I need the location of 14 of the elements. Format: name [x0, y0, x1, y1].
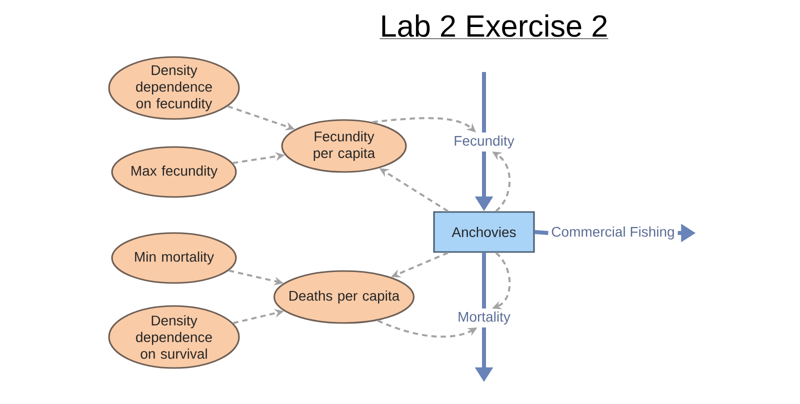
flow-label: Mortality	[458, 311, 510, 325]
ellipse-node: Max fecundity	[111, 146, 237, 198]
ellipse-node: Density dependence on survival	[108, 305, 240, 369]
ellipse-node: Deaths per capita	[273, 270, 415, 324]
ellipse-node: Fecundity per capita	[281, 119, 407, 173]
ellipse-node: Density dependence on fecundity	[108, 56, 240, 120]
flow-pipe	[534, 230, 548, 235]
flow-label: Fecundity	[454, 135, 514, 149]
flow-label: Commercial Fishing	[552, 226, 674, 240]
stock-box: Anchovies	[433, 211, 535, 253]
flow-pipe	[482, 252, 486, 309]
ellipse-node: Min mortality	[111, 232, 237, 284]
flow-pipe	[482, 72, 486, 133]
title: Lab 2 Exercise 2	[380, 14, 608, 40]
